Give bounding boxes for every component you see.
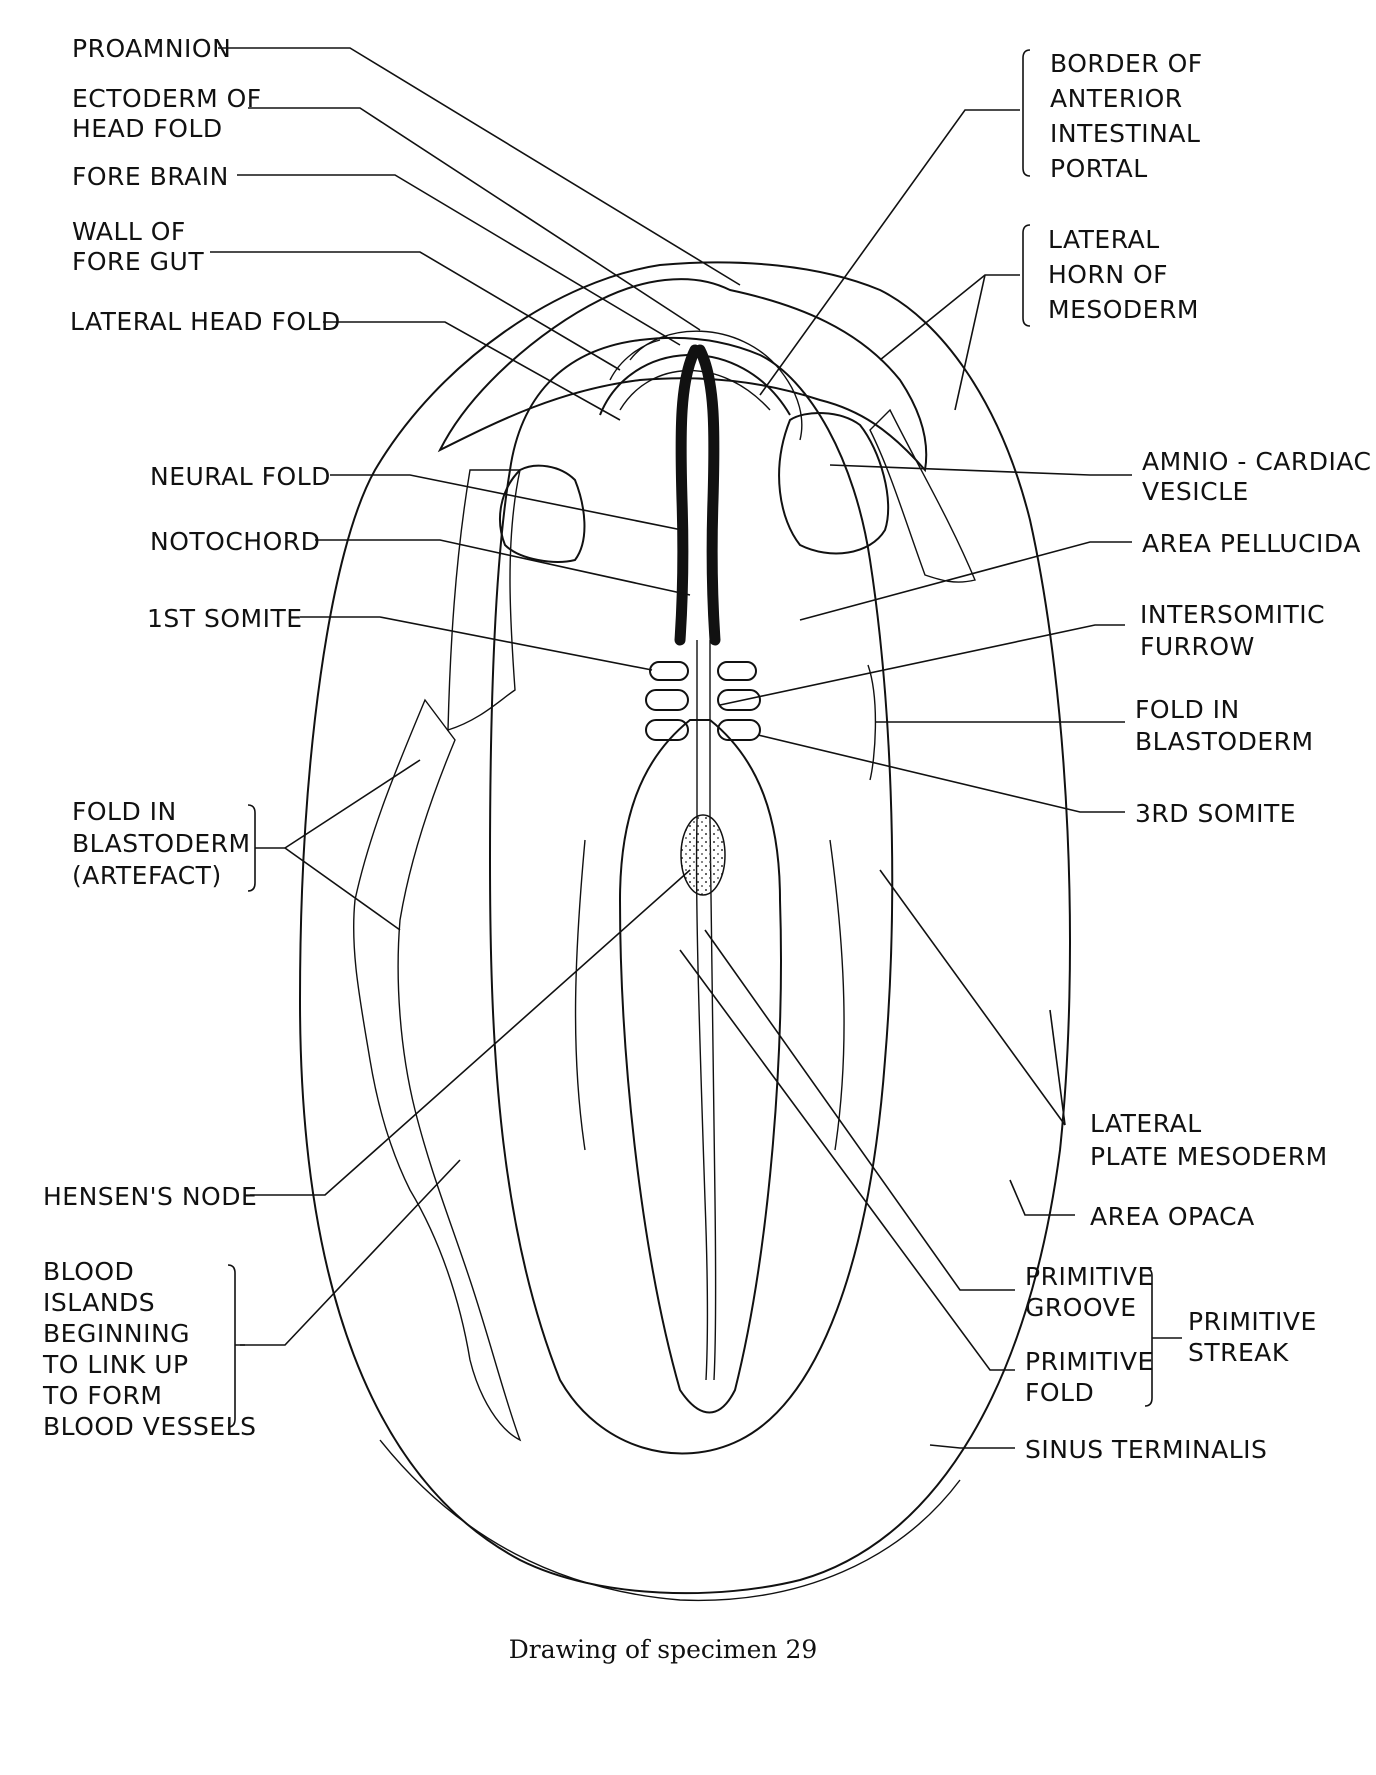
- figure-caption: Drawing of specimen 29: [509, 1635, 818, 1664]
- label-neural-fold: NEURAL FOLD: [150, 462, 331, 491]
- bracket-artefact: [247, 804, 285, 892]
- label-amnio-cardiac-vesicle: AMNIO - CARDIAC VESICLE: [1142, 447, 1376, 506]
- leader-blood-islands: [240, 1159, 461, 1346]
- leader-area-opaca: [1009, 1179, 1075, 1216]
- somite-3-right: [717, 719, 761, 741]
- label-blood-islands: BLOOD ISLANDS BEGINNING TO LINK UP TO FO…: [42, 1257, 256, 1441]
- embryo-drawing: [298, 261, 1071, 1602]
- label-primitive-groove: PRIMITIVE GROOVE: [1025, 1262, 1162, 1322]
- leader-lateral-plate-1: [879, 869, 1066, 1126]
- label-proamnion: PROAMNION: [72, 34, 231, 63]
- neural-fold-left: [674, 344, 701, 646]
- label-intersomitic-furrow: INTERSOMITIC FURROW: [1140, 600, 1334, 661]
- label-primitive-streak: PRIMITIVE STREAK: [1188, 1307, 1325, 1367]
- label-notochord: NOTOCHORD: [150, 527, 320, 556]
- bracket-primitive: [1144, 1267, 1182, 1407]
- area-opaca-region: [298, 261, 1071, 1595]
- neural-fold-right: [694, 344, 721, 646]
- amnio-cardiac-vesicle-right: [778, 412, 890, 555]
- leader-wall-fore-gut: [210, 251, 621, 371]
- hensens-node-mark: [680, 814, 726, 896]
- primitive-streak-body: [618, 719, 782, 1414]
- bracket-anterior-portal: [1022, 49, 1031, 177]
- bracket-blood-islands: [227, 1264, 245, 1428]
- leader-amnio-cardiac: [829, 464, 1132, 476]
- leader-fold-blastoderm-artefact-2: [284, 847, 401, 931]
- label-3rd-somite: 3RD SOMITE: [1135, 799, 1296, 828]
- leader-lateral-head-fold: [323, 321, 621, 421]
- label-lateral-horn-of-mesoderm: LATERAL HORN OF MESODERM: [1048, 225, 1199, 324]
- lateral-horn-band-right: [869, 408, 976, 583]
- leader-fold-blastoderm-artefact-1: [284, 759, 421, 849]
- label-hensens-node: HENSEN'S NODE: [43, 1182, 257, 1211]
- area-pellucida-region: [488, 336, 894, 1455]
- labels: PROAMNION ECTODERM OF HEAD FOLD FORE BRA…: [42, 34, 1376, 1664]
- leader-fore-brain: [237, 174, 681, 346]
- somite-1-right: [717, 661, 757, 681]
- label-area-opaca: AREA OPACA: [1090, 1202, 1255, 1231]
- leader-lateral-plate-2: [1049, 1009, 1066, 1126]
- leader-primitive-groove: [704, 929, 1015, 1291]
- leader-1st-somite: [300, 616, 653, 671]
- blastoderm-fold-band: [353, 698, 522, 1442]
- label-sinus-terminalis: SINUS TERMINALIS: [1025, 1435, 1267, 1464]
- lateral-plate-line-left: [574, 839, 586, 1151]
- leader-proamnion: [218, 47, 741, 286]
- leader-notochord: [315, 539, 691, 596]
- somite-1-left: [649, 661, 689, 681]
- somites: [645, 661, 761, 741]
- proamnion-region: [437, 278, 928, 473]
- label-fold-in-blastoderm: FOLD IN BLASTODERM: [1135, 695, 1314, 756]
- bracket-lateral-horn: [1022, 224, 1031, 327]
- lateral-head-fold-curve: [609, 339, 661, 381]
- head-fold-curve: [629, 330, 803, 441]
- leader-primitive-fold: [679, 949, 1015, 1371]
- leader-lateral-horn-1: [879, 274, 1020, 361]
- label-fore-brain: FORE BRAIN: [72, 162, 229, 191]
- lateral-plate-line-right: [829, 839, 845, 1151]
- leader-lines: [210, 47, 1182, 1449]
- label-area-pellucida: AREA PELLUCIDA: [1142, 529, 1361, 558]
- leader-anterior-portal: [759, 109, 1020, 396]
- label-1st-somite: 1ST SOMITE: [147, 604, 303, 633]
- leader-intersomitic-furrow: [719, 624, 1125, 706]
- leader-ectoderm-head-fold: [248, 107, 701, 331]
- label-fold-in-blastoderm-artefact: FOLD IN BLASTODERM (ARTEFACT): [72, 797, 259, 890]
- label-border-of-anterior-intestinal-portal: BORDER OF ANTERIOR INTESTINAL PORTAL: [1050, 49, 1211, 183]
- primitive-groove-line-2: [709, 640, 717, 1381]
- leader-lateral-horn-2: [954, 274, 986, 411]
- label-ectoderm-of-head-fold: ECTODERM OF HEAD FOLD: [72, 84, 270, 143]
- label-lateral-plate-mesoderm: LATERAL PLATE MESODERM: [1090, 1109, 1328, 1171]
- fore-gut-arch-inner: [619, 369, 771, 411]
- amnio-cardiac-vesicle-left: [499, 464, 586, 563]
- fold-in-blastoderm-line: [867, 664, 877, 781]
- leader-3rd-somite: [757, 734, 1125, 813]
- sinus-terminalis-trace: [379, 1439, 961, 1602]
- somite-2-right: [717, 689, 761, 711]
- leader-hensens-node: [250, 869, 691, 1196]
- leader-sinus-terminalis: [929, 1444, 1015, 1449]
- leader-area-pellucida: [799, 541, 1132, 621]
- somite-2-left: [645, 689, 689, 711]
- label-wall-of-fore-gut: WALL OF FORE GUT: [72, 217, 204, 276]
- label-primitive-fold: PRIMITIVE FOLD: [1025, 1347, 1162, 1407]
- somite-3-left: [645, 719, 689, 741]
- leader-neural-fold: [330, 474, 683, 531]
- primitive-groove-line: [695, 640, 709, 1381]
- lateral-horn-band-left: [447, 469, 521, 731]
- label-lateral-head-fold: LATERAL HEAD FOLD: [70, 307, 341, 336]
